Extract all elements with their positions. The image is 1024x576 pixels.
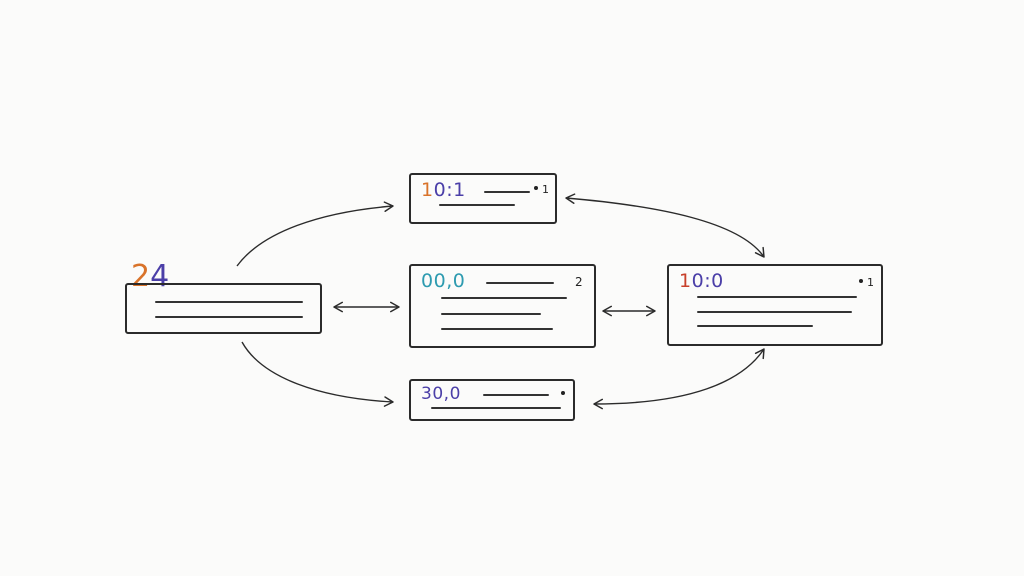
top-digit-2: : bbox=[446, 179, 454, 201]
node-left-line-1 bbox=[155, 301, 303, 304]
center-digit-0: 0 bbox=[421, 270, 434, 292]
arrow-left-to-bottom bbox=[241, 341, 394, 407]
node-center-corner-number: 2 bbox=[575, 275, 583, 289]
node-left[interactable] bbox=[125, 283, 322, 334]
node-center-line-1 bbox=[441, 297, 567, 300]
center-digit-3: 0 bbox=[452, 270, 466, 292]
arrow-left-to-top bbox=[236, 201, 394, 267]
node-top-line-1 bbox=[439, 204, 515, 207]
node-center-line-2 bbox=[441, 313, 541, 316]
right-digit-2: : bbox=[704, 270, 712, 292]
node-right-dot bbox=[859, 279, 863, 283]
center-digit-1: 0 bbox=[433, 270, 447, 292]
arrow-top-right bbox=[565, 193, 765, 258]
node-bottom-header-line bbox=[483, 394, 549, 396]
node-bottom-line-1 bbox=[431, 407, 561, 410]
right-digit-3: 0 bbox=[711, 270, 724, 292]
top-digit-3: 1 bbox=[453, 179, 466, 201]
node-center-header-line bbox=[486, 282, 554, 284]
top-digit-0: 1 bbox=[421, 179, 434, 201]
arrow-bottom-right bbox=[593, 348, 765, 410]
node-bottom-dot bbox=[561, 391, 565, 395]
bottom-digit-0: 3 bbox=[421, 384, 433, 404]
node-left-line-2 bbox=[155, 316, 303, 319]
bottom-digit-1: 0 bbox=[432, 384, 444, 404]
center-digit-2: , bbox=[446, 270, 453, 292]
bottom-digit-3: 0 bbox=[449, 384, 461, 404]
node-right-line-2 bbox=[697, 311, 852, 314]
node-top-dot bbox=[534, 186, 538, 190]
bottom-digit-2: , bbox=[443, 384, 450, 404]
node-right-line-1 bbox=[697, 296, 857, 299]
node-right-corner-number: 1 bbox=[867, 276, 874, 289]
node-center-line-3 bbox=[441, 328, 553, 331]
node-right-line-3 bbox=[697, 325, 813, 328]
node-top-header-line bbox=[484, 191, 530, 193]
node-top-corner-number: 1 bbox=[542, 183, 549, 196]
right-digit-1: 0 bbox=[691, 270, 705, 292]
right-digit-0: 1 bbox=[679, 270, 692, 292]
top-digit-1: 0 bbox=[433, 179, 447, 201]
